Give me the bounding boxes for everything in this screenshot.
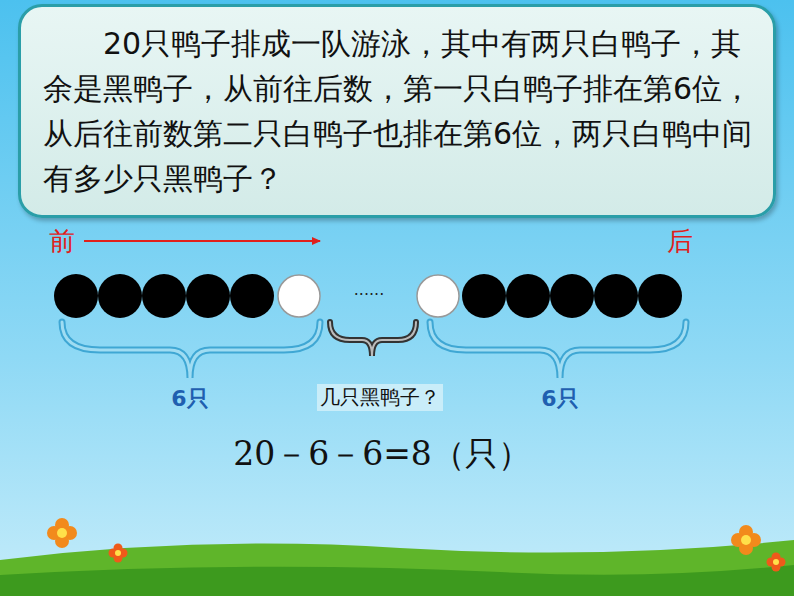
problem-text: 20只鸭子排成一队游泳，其中有两只白鸭子，其余是黑鸭子，从前往后数，第一只白鸭子… <box>43 21 753 201</box>
braces <box>62 322 686 378</box>
ducks <box>54 274 682 318</box>
count-label: 6只 <box>541 384 578 414</box>
count-label: 6只 <box>171 384 208 414</box>
equation: 20－6－6=8（只） <box>233 432 531 477</box>
ellipsis: ...... <box>354 280 385 299</box>
direction-label: 前 <box>49 224 75 259</box>
grass-dark <box>0 565 794 596</box>
problem-box: 20只鸭子排成一队游泳，其中有两只白鸭子，其余是黑鸭子，从前往后数，第一只白鸭子… <box>18 4 776 218</box>
flowers <box>47 518 786 572</box>
question-label: 几只黑鸭子？ <box>317 384 443 411</box>
direction-arrow <box>84 240 320 242</box>
grass <box>0 540 794 596</box>
direction-label: 后 <box>667 224 693 259</box>
